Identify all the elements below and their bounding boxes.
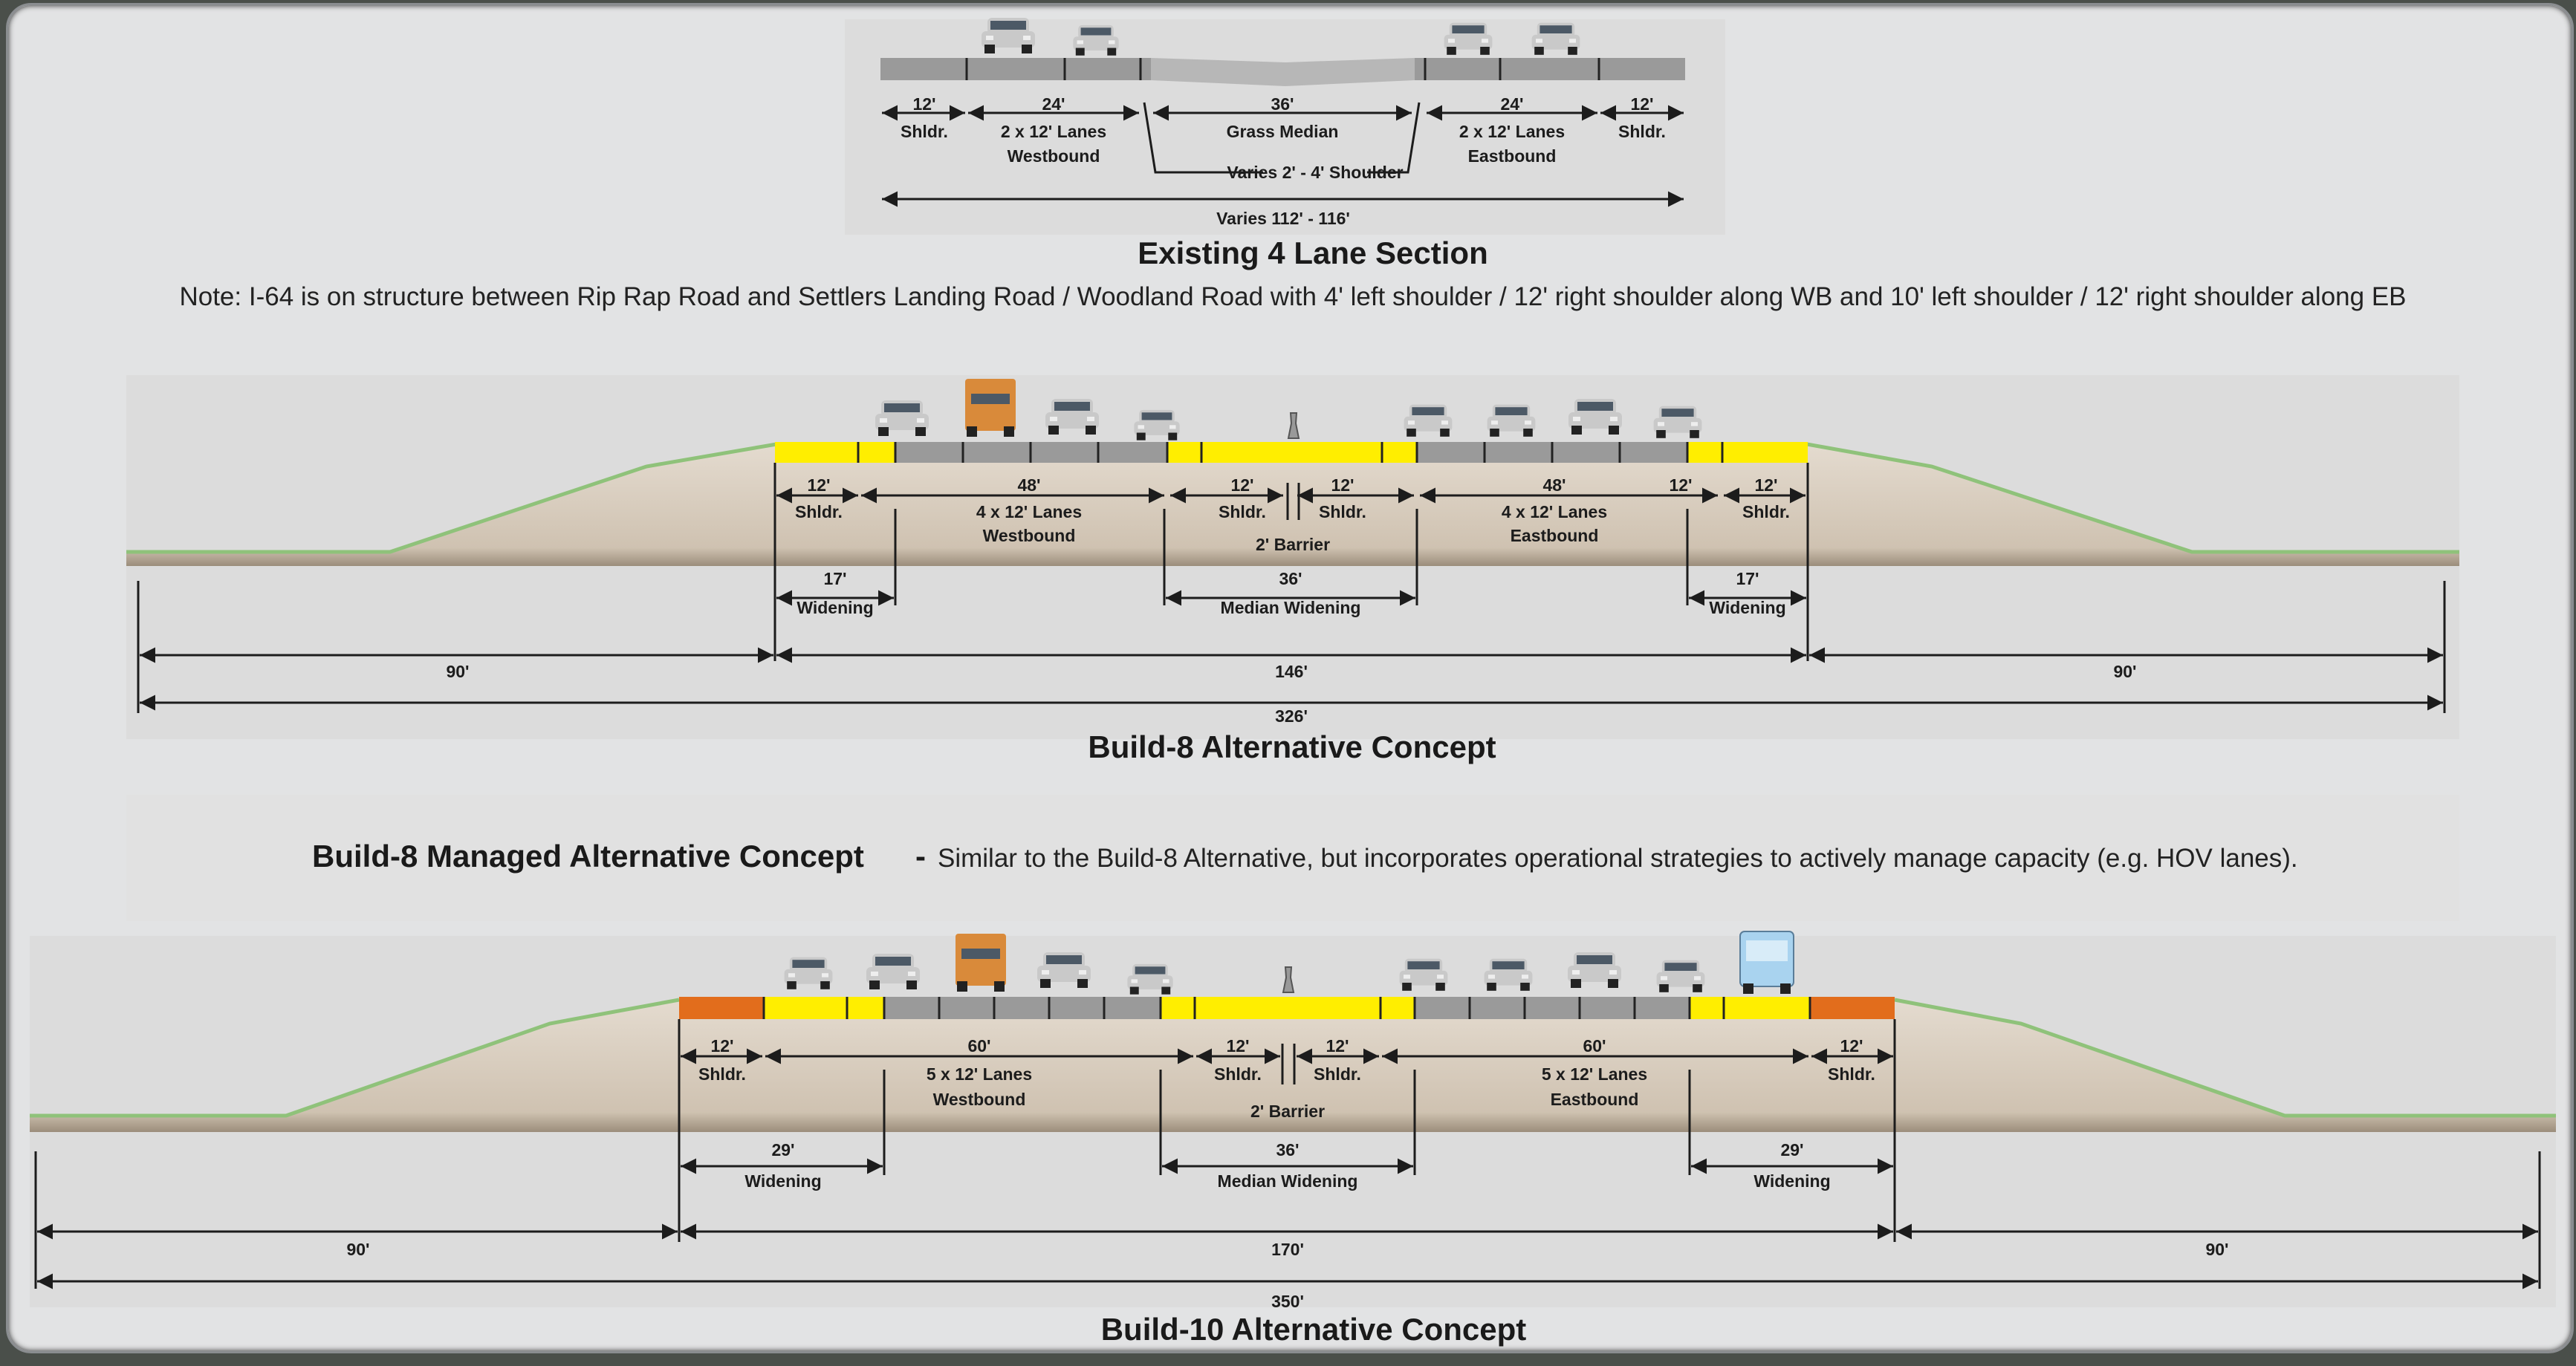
build10-title: Build-10 Alternative Concept [1101,1312,1527,1347]
build8-label-eb-line2: Eastbound [1511,526,1599,545]
barrier-icon [1287,412,1300,439]
existing-grass-median [1151,58,1415,86]
build8-label-barrier: 2' Barrier [1256,535,1330,554]
existing-section: 12' 24' 36' 24' 12' Shldr. 2 x 12' Lanes… [845,18,1725,270]
build10-embankment [30,1000,2556,1132]
build10-label-wb-line1: 5 x 12' Lanes [927,1064,1032,1084]
existing-dim-overall: Varies 112' - 116' [1216,209,1350,228]
build10-label-wb-inner-shoulder: Shldr. [1214,1064,1262,1084]
build10-label-eb-inner-shoulder: Shldr. [1314,1064,1361,1084]
build8-vehicles [875,379,1702,440]
bus-icon [1739,931,1794,994]
build10-dim-right-shoulder: 12' [1840,1036,1863,1056]
build10-label-median-widening: Median Widening [1218,1171,1358,1191]
build8-label-eb-line1: 4 x 12' Lanes [1502,502,1607,521]
truck-icon [956,934,1006,992]
build8-label-left-widening: Widening [797,598,873,617]
build8-label-right-widening: Widening [1709,598,1785,617]
build8-label-left-shoulder: Shldr. [795,502,843,521]
build8-dim-eb-lanes: 48' [1542,475,1566,495]
build8-dim-left-shoulder: 12' [807,475,830,495]
build10-dim-eb-inner-shoulder: 12' [1326,1036,1349,1056]
build10-label-right-shoulder: Shldr. [1828,1064,1875,1084]
build8-dim-right-widening: 17' [1736,569,1759,588]
build10-label-barrier: 2' Barrier [1250,1102,1325,1121]
build10-dim-wb-lanes: 60' [967,1036,990,1056]
build8-section: 12' 48' 12' 12' 48' 12' 12' Shldr. 4 x 1… [126,375,2459,764]
build8-label-eb-inner-shoulder: Shldr. [1319,502,1366,521]
build10-dim-left-widening: 29' [771,1140,794,1160]
existing-eb-roadway [1415,58,1685,80]
build8-dim-right-offset: 90' [2113,662,2136,681]
managed-title: Build-8 Managed Alternative Concept [312,839,864,874]
build8-dim-median-widening: 36' [1279,569,1302,588]
build10-dim-median-widening: 36' [1276,1140,1299,1160]
existing-label-varies-shoulder: Varies 2' - 4' Shoulder [1227,163,1403,182]
build10-section: 12' 60' 12' 12' 60' 12' Shldr. 5 x 12' L… [30,931,2556,1347]
existing-label-left-shoulder: Shldr. [901,122,948,141]
build10-dim-left-offset: 90' [346,1240,369,1259]
build10-label-eb-line1: 5 x 12' Lanes [1542,1064,1647,1084]
build8-dim-eb-inner-shoulder: 12' [1331,475,1354,495]
existing-dim-median: 36' [1271,94,1294,114]
build10-label-eb-line2: Eastbound [1551,1090,1639,1109]
existing-label-median: Grass Median [1227,122,1339,141]
build8-dim-wb-lanes: 48' [1017,475,1040,495]
build10-label-left-widening: Widening [744,1171,821,1191]
build8-dim-total: 326' [1275,706,1308,726]
existing-section-title: Existing 4 Lane Section [1138,235,1487,270]
existing-dim-eb-lanes: 24' [1500,94,1523,114]
build8-label-right-shoulder: Shldr. [1742,502,1790,521]
structure-note: Note: I-64 is on structure between Rip R… [179,282,2406,311]
barrier-icon [1282,966,1295,993]
build8-managed: Build-8 Managed Alternative Concept - Si… [126,795,2459,921]
existing-wb-roadway [880,58,1151,80]
build10-right-outer-shoulder [1810,997,1895,1019]
build8-label-median-widening: Median Widening [1221,598,1361,617]
existing-label-eb-line2: Eastbound [1468,146,1557,166]
build8-label-wb-inner-shoulder: Shldr. [1219,502,1266,521]
build10-dim-left-shoulder: 12' [710,1036,733,1056]
existing-label-wb-line1: 2 x 12' Lanes [1001,122,1106,141]
build8-dim-left-widening: 17' [823,569,846,588]
build8-label-wb-line1: 4 x 12' Lanes [976,502,1082,521]
build10-label-wb-line2: Westbound [933,1090,1026,1109]
build10-dim-core: 170' [1271,1240,1304,1259]
build10-label-right-widening: Widening [1753,1171,1830,1191]
build8-embankment [126,444,2459,566]
build10-dim-right-widening: 29' [1780,1140,1803,1160]
build10-dim-right-offset: 90' [2205,1240,2228,1259]
managed-description: Similar to the Build-8 Alternative, but … [938,844,2298,873]
existing-label-right-shoulder: Shldr. [1618,122,1666,141]
build10-left-outer-shoulder [679,997,764,1019]
build8-dim-core: 146' [1275,662,1308,681]
build10-dim-wb-inner-shoulder: 12' [1226,1036,1249,1056]
build8-dim-right-shoulder: 12' [1754,475,1777,495]
existing-dim-left-shoulder: 12' [912,94,935,114]
existing-dim-wb-lanes: 24' [1042,94,1065,114]
existing-label-wb-line2: Westbound [1008,146,1100,166]
build8-dim-left-offset: 90' [446,662,469,681]
build8-label-wb-line2: Westbound [983,526,1076,545]
truck-icon [965,379,1016,437]
build10-vehicles [784,931,1794,995]
build8-dim-eb-gap: 12' [1669,475,1692,495]
build10-dim-eb-lanes: 60' [1583,1036,1606,1056]
managed-separator: - [915,839,926,874]
existing-dim-right-shoulder: 12' [1630,94,1653,114]
build10-label-left-shoulder: Shldr. [698,1064,746,1084]
existing-label-eb-line1: 2 x 12' Lanes [1459,122,1565,141]
build8-dim-wb-inner-shoulder: 12' [1230,475,1253,495]
build8-title: Build-8 Alternative Concept [1088,729,1496,764]
build10-dim-total: 350' [1271,1292,1304,1311]
